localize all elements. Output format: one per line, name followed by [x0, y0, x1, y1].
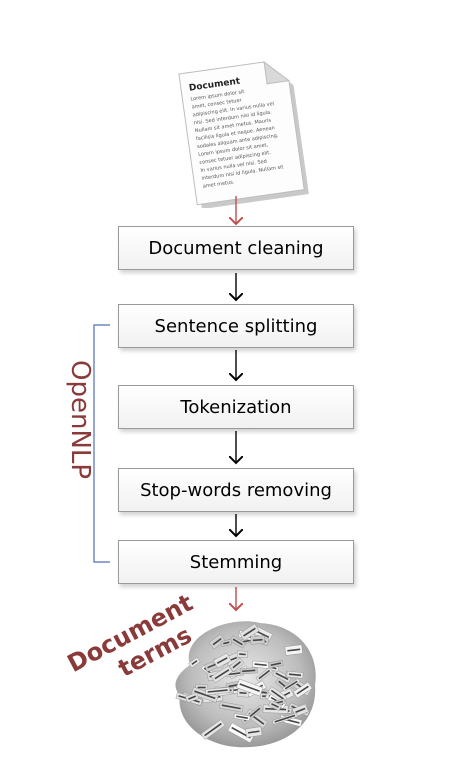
word-chip-ink	[270, 662, 282, 667]
word-chip-ink	[254, 663, 267, 667]
word-chip-ink	[212, 637, 222, 646]
word-chip-ink	[288, 673, 302, 677]
opennlp-label: OpenNLP	[65, 360, 95, 480]
word-chip-ink	[275, 672, 289, 681]
document-icon: Document Lorem ipsum dolor sit amet, con…	[178, 60, 309, 208]
document-icon-line: amet metus.	[202, 179, 235, 189]
word-cloud-pile	[175, 621, 316, 748]
word-chip-ink	[295, 707, 306, 713]
word-chip-ink	[197, 686, 206, 689]
word-chip-ink	[287, 648, 301, 652]
word-chip-ink	[221, 704, 241, 710]
word-chip-ink	[243, 627, 256, 637]
word-chip-ink	[296, 685, 309, 695]
word-chip-ink	[284, 680, 298, 690]
word-chip-ink	[207, 689, 228, 693]
opennlp-bracket	[93, 324, 110, 563]
word-chip-ink	[228, 672, 242, 676]
word-chip-ink	[214, 669, 230, 680]
document-icon-body: Lorem ipsum dolor sit amet, consec tetue…	[190, 89, 284, 190]
word-chip-ink	[232, 638, 243, 646]
word-chip-ink	[204, 722, 222, 737]
word-chip-ink	[232, 661, 241, 669]
word-chip-ink	[223, 641, 230, 645]
word-chip-ink	[239, 653, 246, 656]
word-chip-ink	[258, 669, 271, 680]
word-chip-ink	[242, 669, 256, 673]
step-sentence-splitting: Sentence splitting	[118, 304, 354, 348]
step-tokenization: Tokenization	[118, 385, 354, 429]
word-chip-ink	[239, 683, 260, 692]
word-chip-ink	[271, 703, 279, 708]
word-chip-ink	[216, 657, 228, 664]
word-chip-ink	[228, 683, 240, 688]
word-chip-ink	[270, 689, 284, 700]
word-chip-ink	[252, 638, 263, 642]
step-stopwords-removing: Stop-words removing	[118, 468, 354, 512]
word-chip-ink	[247, 730, 260, 734]
word-chip-ink	[239, 691, 247, 695]
word-chip-ink	[274, 714, 296, 723]
word-chip-ink	[231, 726, 251, 739]
word-chip-ink	[194, 690, 216, 700]
step-stemming: Stemming	[118, 540, 354, 584]
word-chip-ink	[236, 715, 248, 719]
word-chip-ink	[188, 695, 197, 700]
word-chip-ink	[191, 660, 198, 666]
step-document-cleaning: Document cleaning	[118, 226, 354, 270]
